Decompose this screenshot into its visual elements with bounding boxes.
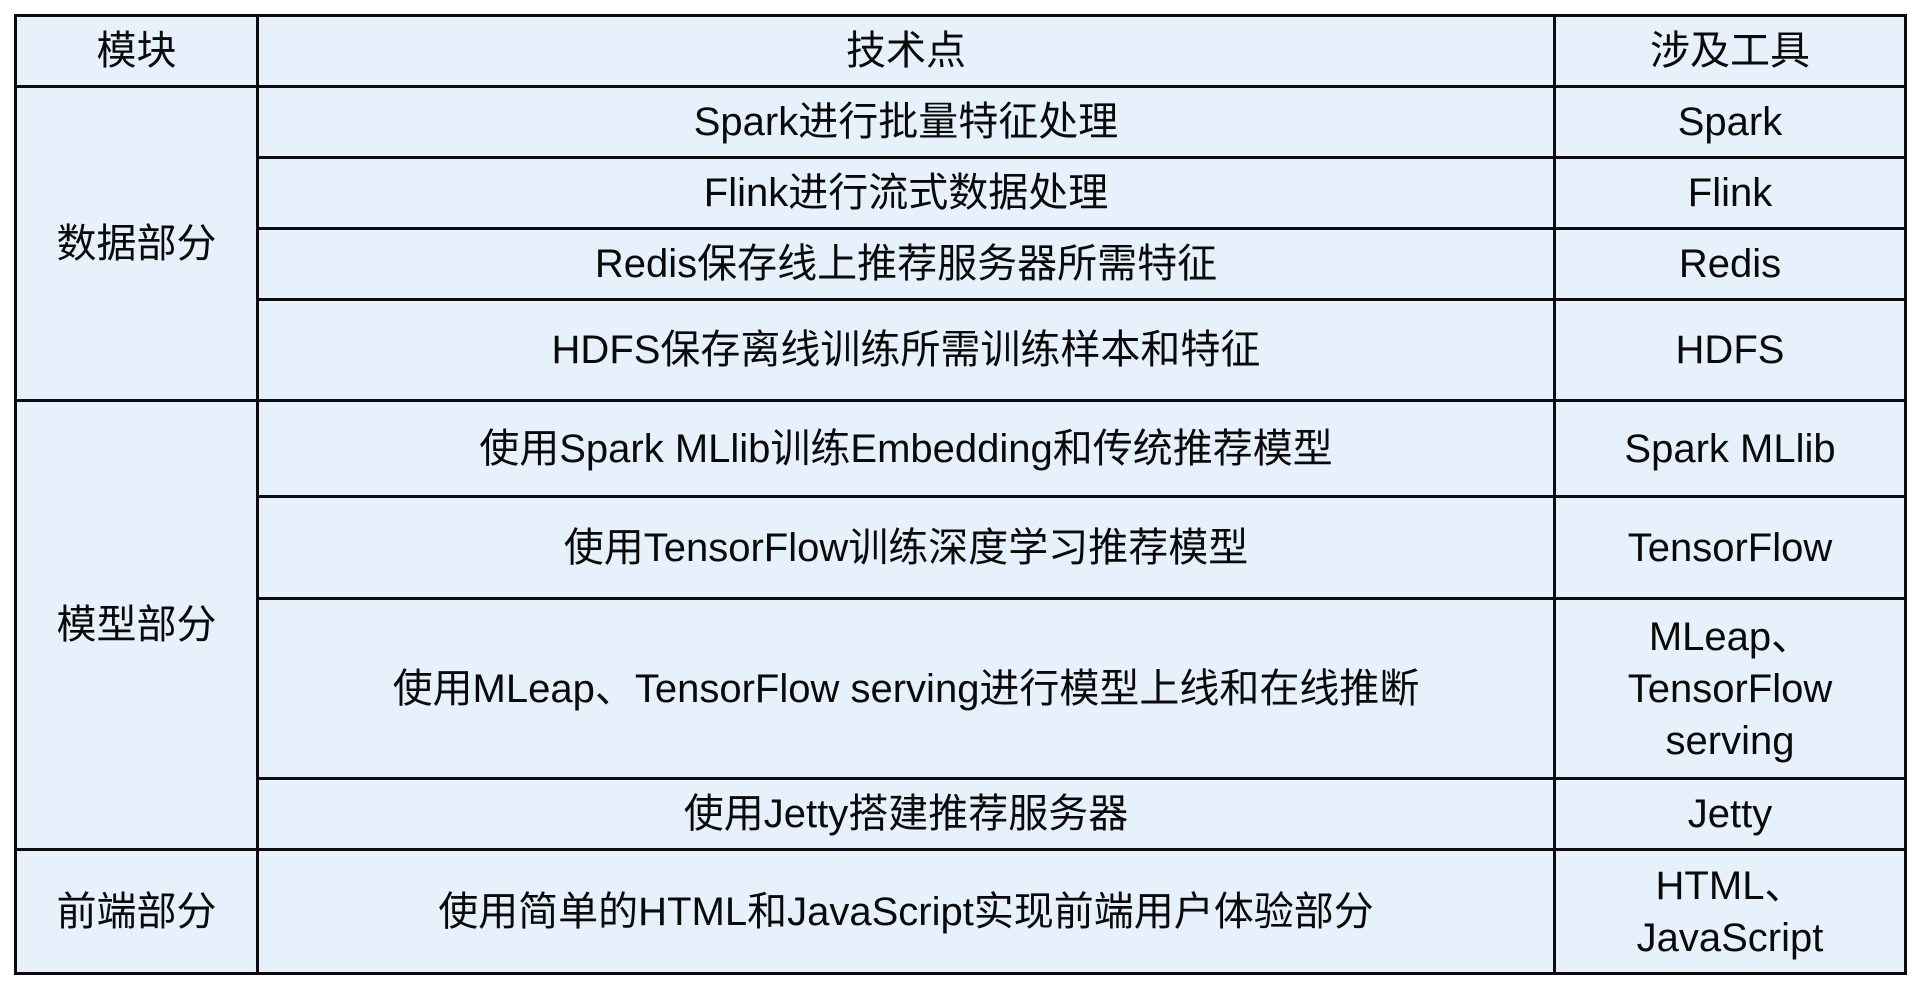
table-row: HDFS保存离线训练所需训练样本和特征 HDFS [16,298,1907,402]
tools-cell: MLeap、 TensorFlow serving [1553,597,1907,780]
tech-cell: 使用Spark MLlib训练Embedding和传统推荐模型 [256,399,1556,498]
module-cell-model: 模型部分 [14,399,259,851]
tech-cell: 使用MLeap、TensorFlow serving进行模型上线和在线推断 [256,597,1556,780]
tech-stack-table-container: 模块 技术点 涉及工具 数据部分 Spark进行批量特征处理 Spark Fli… [14,14,1907,975]
table-row: Flink进行流式数据处理 Flink [16,156,1907,230]
tools-cell: Spark MLlib [1553,399,1907,498]
tech-cell: Flink进行流式数据处理 [256,156,1556,230]
tools-cell: Spark [1553,85,1907,159]
header-row: 模块 技术点 涉及工具 [14,14,1907,88]
tools-cell: Flink [1553,156,1907,230]
tech-stack-table: 模块 技术点 涉及工具 数据部分 Spark进行批量特征处理 Spark Fli… [14,14,1907,975]
column-header-tools: 涉及工具 [1553,14,1907,88]
tech-cell: 使用Jetty搭建推荐服务器 [256,777,1556,851]
table-row: 数据部分 Spark进行批量特征处理 Spark [14,85,1907,402]
module-cell-frontend: 前端部分 [14,848,259,975]
tools-cell: Redis [1553,227,1907,301]
table-row: 使用MLeap、TensorFlow serving进行模型上线和在线推断 ML… [16,597,1907,780]
tech-cell: Redis保存线上推荐服务器所需特征 [256,227,1556,301]
table-row: 前端部分 使用简单的HTML和JavaScript实现前端用户体验部分 HTML… [14,848,1907,975]
module-cell-data: 数据部分 [14,85,259,402]
tech-cell: 使用TensorFlow训练深度学习推荐模型 [256,495,1556,600]
table-row: 模型部分 使用Spark MLlib训练Embedding和传统推荐模型 Spa… [14,399,1907,851]
table-row: 使用Jetty搭建推荐服务器 Jetty [16,777,1907,851]
tools-cell: HTML、 JavaScript [1553,848,1907,975]
tools-cell: TensorFlow [1553,495,1907,600]
tech-cell: HDFS保存离线训练所需训练样本和特征 [256,298,1556,402]
table-row: 使用TensorFlow训练深度学习推荐模型 TensorFlow [16,495,1907,600]
tools-cell: HDFS [1553,298,1907,402]
column-header-tech: 技术点 [256,14,1556,88]
tech-cell: 使用简单的HTML和JavaScript实现前端用户体验部分 [256,848,1556,975]
table-row: Redis保存线上推荐服务器所需特征 Redis [16,227,1907,301]
tools-cell: Jetty [1553,777,1907,851]
column-header-module: 模块 [14,14,259,88]
tech-cell: Spark进行批量特征处理 [256,85,1556,159]
